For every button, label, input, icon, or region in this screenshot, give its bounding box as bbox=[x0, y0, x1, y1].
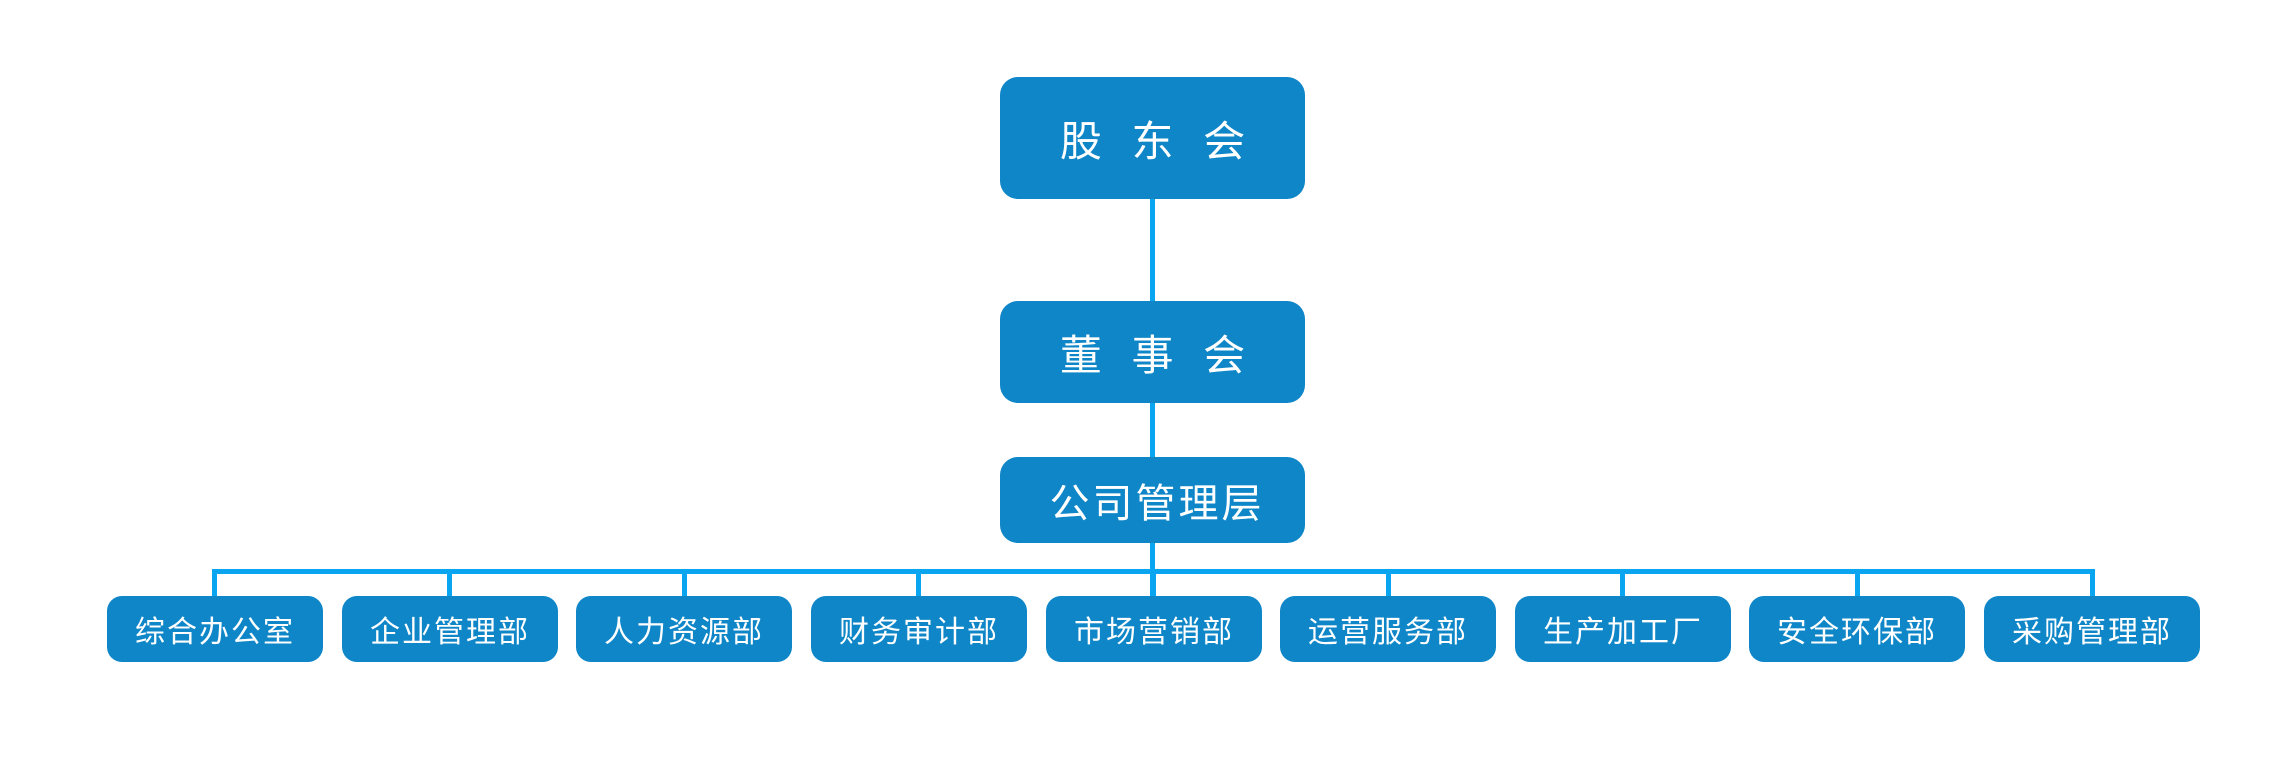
node-production-plant: 生产加工厂 bbox=[1515, 596, 1731, 662]
connector-stub-production-plant bbox=[1620, 569, 1625, 596]
node-human-resources-dept-label: 人力资源部 bbox=[604, 616, 764, 649]
node-procurement-dept-label: 采购管理部 bbox=[2012, 616, 2172, 649]
connector-stub-safety-environment bbox=[1855, 569, 1860, 596]
node-shareholders-meeting-label: 股 东 会 bbox=[1059, 117, 1255, 165]
node-operations-service-dept-label: 运营服务部 bbox=[1308, 616, 1468, 649]
connector-stub-finance-audit bbox=[916, 569, 921, 596]
node-company-management-label: 公司管理层 bbox=[1049, 482, 1265, 526]
node-safety-environment-dept: 安全环保部 bbox=[1749, 596, 1965, 662]
node-shareholders-meeting: 股 东 会 bbox=[1000, 77, 1305, 199]
node-marketing-dept-label: 市场营销部 bbox=[1074, 616, 1234, 649]
node-safety-environment-dept-label: 安全环保部 bbox=[1777, 616, 1937, 649]
node-enterprise-management-dept-label: 企业管理部 bbox=[370, 616, 530, 649]
connector-stub-enterprise-management bbox=[447, 569, 452, 596]
connector-stub-marketing bbox=[1151, 569, 1156, 596]
connector-stub-procurement bbox=[2090, 569, 2095, 596]
node-procurement-dept: 采购管理部 bbox=[1984, 596, 2200, 662]
connector-stub-general-office bbox=[212, 569, 217, 596]
node-general-office: 综合办公室 bbox=[107, 596, 323, 662]
node-production-plant-label: 生产加工厂 bbox=[1543, 616, 1703, 649]
connector-board-to-management bbox=[1150, 403, 1155, 457]
node-company-management: 公司管理层 bbox=[1000, 457, 1305, 543]
node-finance-audit-dept: 财务审计部 bbox=[811, 596, 1027, 662]
node-operations-service-dept: 运营服务部 bbox=[1280, 596, 1496, 662]
node-enterprise-management-dept: 企业管理部 bbox=[342, 596, 558, 662]
node-marketing-dept: 市场营销部 bbox=[1046, 596, 1262, 662]
node-human-resources-dept: 人力资源部 bbox=[576, 596, 792, 662]
node-finance-audit-dept-label: 财务审计部 bbox=[839, 616, 999, 649]
node-board-of-directors-label: 董 事 会 bbox=[1059, 331, 1255, 379]
connector-stub-human-resources bbox=[682, 569, 687, 596]
node-general-office-label: 综合办公室 bbox=[135, 616, 295, 649]
connector-shareholders-to-board bbox=[1150, 199, 1155, 301]
connector-stub-operations-service bbox=[1386, 569, 1391, 596]
node-board-of-directors: 董 事 会 bbox=[1000, 301, 1305, 403]
